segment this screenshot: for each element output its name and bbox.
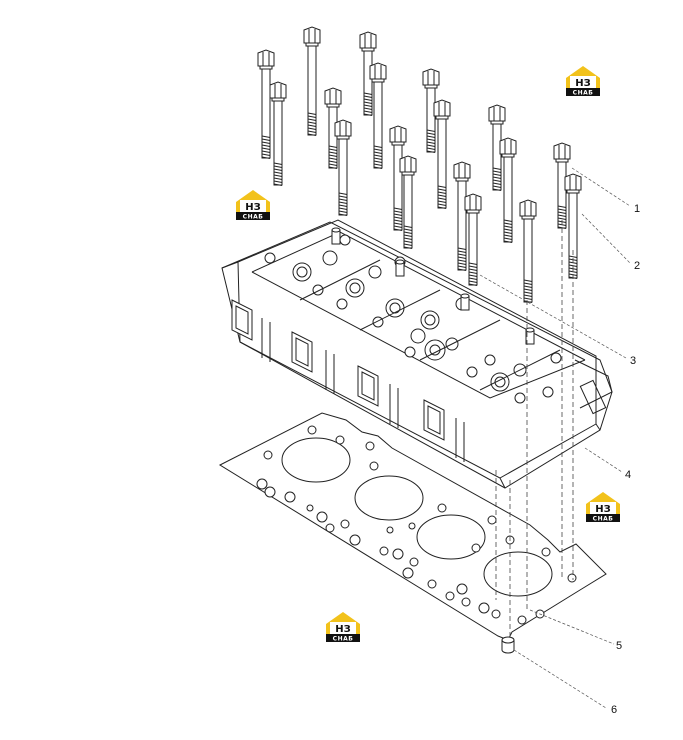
valve-seats: [264, 227, 562, 404]
alignment-lines: [495, 220, 574, 640]
bolt: [553, 142, 571, 229]
logo-wordmark: СНАБ: [333, 636, 354, 643]
bolt: [488, 104, 506, 191]
bolt: [499, 137, 517, 243]
callout-1: 1: [634, 203, 640, 215]
bolt: [433, 99, 451, 209]
bolt: [519, 199, 537, 303]
gasket-holes: [256, 425, 577, 625]
bolt: [359, 31, 377, 116]
port-window: [357, 365, 379, 407]
bolt: [269, 81, 287, 186]
bolt: [334, 119, 352, 216]
rocker-stud: [460, 293, 470, 311]
logo-wordmark: СНАБ: [593, 516, 614, 523]
bolt: [464, 193, 482, 286]
cylinder-bore-hole: [416, 514, 486, 560]
bolt: [399, 155, 417, 249]
logo-mark: НЗ: [245, 202, 260, 213]
port-window: [291, 331, 313, 373]
callout-2: 2: [634, 260, 640, 272]
head-gasket: [218, 412, 607, 641]
bolt: [257, 49, 275, 159]
callout-5: 5: [616, 640, 622, 652]
port-window: [423, 399, 445, 441]
bolt: [422, 68, 440, 153]
leader-lines: [479, 167, 631, 709]
bolt: [453, 161, 471, 271]
callout-4: 4: [625, 469, 631, 481]
logo-mark: НЗ: [575, 78, 590, 89]
cylinder-bore-hole: [354, 475, 424, 521]
logo-mark: НЗ: [595, 504, 610, 515]
rocker-stud: [525, 327, 535, 345]
rocker-stud: [331, 227, 341, 245]
callout-3: 3: [630, 355, 636, 367]
cylinder-head: [221, 219, 613, 489]
bolt: [303, 26, 321, 136]
intake-ports: [231, 299, 465, 462]
bolt: [389, 125, 407, 231]
logo-wordmark: СНАБ: [573, 90, 594, 97]
port-window: [231, 299, 253, 341]
bolt: [369, 62, 387, 169]
cylinder-bore-hole: [281, 437, 351, 483]
cylinder-bore-hole: [483, 551, 553, 597]
callout-6: 6: [611, 704, 617, 716]
logo-mark: НЗ: [335, 624, 350, 635]
rocker-stud: [395, 259, 405, 277]
dowel-pin: [501, 636, 515, 654]
logo-wordmark: СНАБ: [243, 214, 264, 221]
